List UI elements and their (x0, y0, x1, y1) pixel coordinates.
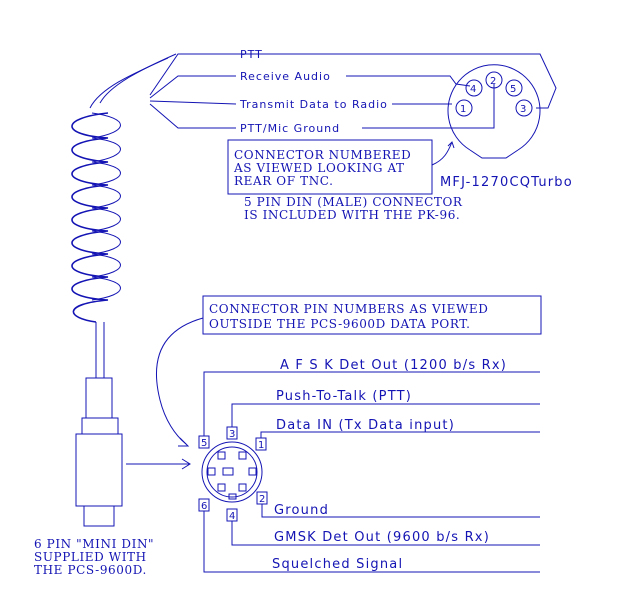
din5-pin-1: 1 (460, 104, 466, 115)
signal-gmsk: GMSK Det Out (9600 b/s Rx) (274, 530, 490, 545)
mini-din-caption-line-3: THE PCS-9600D. (34, 563, 147, 577)
pcs-signal-lines (203, 371, 540, 573)
mini-din-pin-4: 4 (229, 511, 235, 522)
din-note-line-1: 5 PIN DIN (MALE) CONNECTOR (244, 195, 463, 209)
mini-din-caption-line-1: 6 PIN "MINI DIN" (34, 537, 154, 551)
tnc-note-box (227, 139, 433, 195)
signal-ptt: Push-To-Talk (PTT) (276, 389, 412, 404)
wire-label-ptt-mic-ground: PTT/Mic Ground (240, 122, 340, 135)
din5-connector: 1 4 2 5 3 (447, 64, 541, 159)
mini-din-pin-5: 5 (201, 438, 207, 449)
mini-din-socket (201, 441, 263, 503)
pcs-header-line-1: CONNECTOR PIN NUMBERS AS VIEWED (209, 302, 489, 316)
pcs-header-box (202, 295, 542, 335)
mini-din-pin-2: 2 (259, 494, 265, 505)
tnc-wires (149, 53, 557, 129)
curved-pointer-arrow (156, 317, 204, 445)
wire-label-ptt: PTT (240, 48, 263, 61)
signal-ground: Ground (274, 503, 329, 518)
pcs-header-line-2: OUTSIDE THE PCS-9600D DATA PORT. (209, 317, 471, 331)
wire-label-receive-audio: Receive Audio (240, 70, 331, 83)
tnc-note-line-1: CONNECTOR NUMBERED (234, 148, 411, 162)
signal-afsk: A F S K Det Out (1200 b/s Rx) (280, 358, 507, 373)
mini-din-pin-6: 6 (201, 501, 207, 512)
mini-din-plug (75, 377, 123, 527)
tnc-model-label: MFJ-1270CQTurbo (440, 175, 573, 190)
din5-pin-3: 3 (520, 104, 526, 115)
tnc-note-line-2: AS VIEWED LOOKING AT (233, 161, 405, 175)
din-note-line-2: IS INCLUDED WITH THE PK-96. (244, 208, 460, 222)
wire-label-transmit-data: Transmit Data to Radio (239, 98, 388, 111)
mini-din-pin-3: 3 (229, 429, 235, 440)
coiled-cable (71, 53, 177, 378)
tnc-note-line-3: REAR OF TNC. (234, 174, 334, 188)
mini-din-caption-line-2: SUPPLIED WITH (34, 550, 147, 564)
mini-din-pin-1: 1 (258, 440, 264, 451)
din5-pin-4: 4 (470, 84, 476, 95)
signal-squelch: Squelched Signal (272, 557, 403, 572)
signal-data-in: Data IN (Tx Data input) (276, 418, 455, 433)
din5-pin-5: 5 (510, 84, 516, 95)
din5-pin-2: 2 (490, 76, 496, 87)
